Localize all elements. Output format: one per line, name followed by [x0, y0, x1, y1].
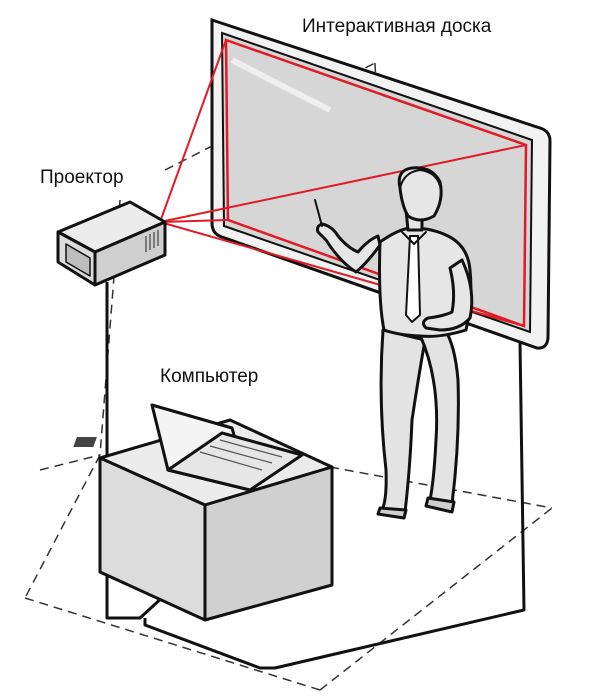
teacher-figure	[314, 166, 474, 520]
laptop-keyboard-icon	[73, 437, 283, 471]
projector-label: Проектор	[40, 167, 124, 188]
projector	[56, 200, 167, 287]
interactive-board-label: Интерактивная доска	[302, 16, 492, 37]
stylus-icon	[314, 199, 323, 227]
laptop	[73, 403, 304, 492]
projector-vent-icon	[145, 230, 159, 252]
computer-label: Компьютер	[160, 366, 259, 387]
